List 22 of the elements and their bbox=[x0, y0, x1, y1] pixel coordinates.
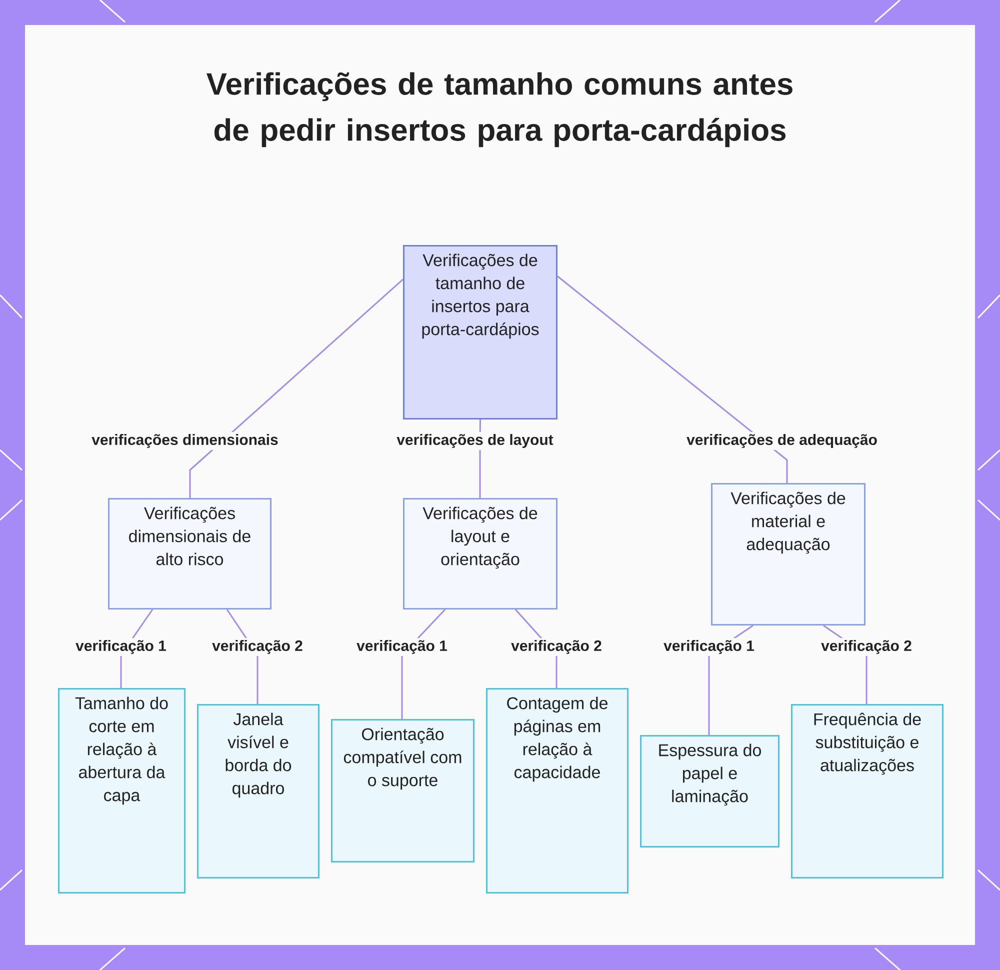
edge-label: verificações de layout bbox=[394, 432, 556, 450]
check-box: Tamanho do corte em relação à abertura da capa bbox=[58, 688, 186, 894]
edge-label: verificação 2 bbox=[509, 638, 604, 656]
check-box: Espessura do papel e laminação bbox=[640, 735, 780, 848]
title: Verificações de tamanho comuns antes de pedir insertos para porta-cardápios bbox=[206, 72, 792, 148]
edge-label: verificação 1 bbox=[662, 638, 756, 656]
connector bbox=[557, 276, 788, 483]
edge-label: verificações de adequação bbox=[684, 432, 880, 450]
connector bbox=[189, 278, 404, 498]
edge-label: verificações dimensionais bbox=[90, 432, 280, 450]
edge-label: verificação 2 bbox=[819, 638, 914, 656]
edge-label: verificação 2 bbox=[210, 638, 305, 656]
edge-label: verificação 1 bbox=[354, 638, 450, 656]
check-box: Frequência de substituição e atualizações bbox=[791, 704, 944, 878]
root-box: Verificações de tamanho de insertos para porta-cardápios bbox=[403, 245, 558, 420]
check-box: Contagem de páginas em relação à capacidade bbox=[486, 688, 628, 894]
check-box: Janela visível e borda do quadro bbox=[197, 704, 320, 878]
category-box: Verificações de material e adequação bbox=[711, 483, 866, 626]
category-box: Verificações dimensionais de alto risco bbox=[108, 498, 272, 610]
category-box: Verificações de layout e orientação bbox=[403, 498, 558, 610]
check-box: Orientação compatível com o suporte bbox=[331, 719, 474, 863]
edge-label: verificação 1 bbox=[74, 638, 168, 656]
